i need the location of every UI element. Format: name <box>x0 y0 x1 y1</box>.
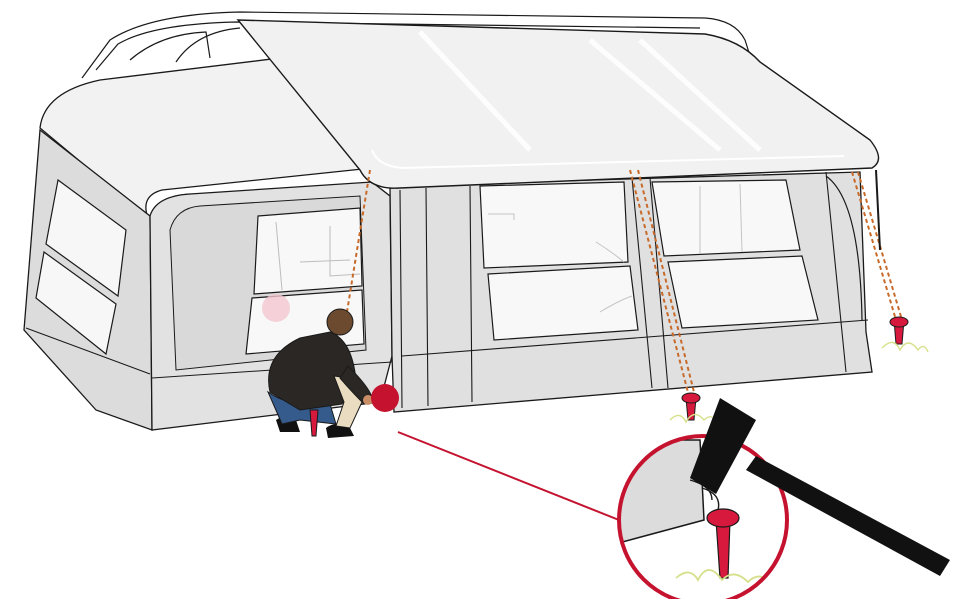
right-window-top <box>652 180 800 256</box>
highlight-dot <box>371 384 399 412</box>
leader-line <box>398 432 624 522</box>
center-window-top <box>480 182 628 268</box>
awning-front-right <box>390 172 872 412</box>
faint-marker <box>262 294 290 322</box>
right-window-bottom <box>668 256 818 328</box>
tent-peg-right <box>890 317 908 344</box>
front-left-window-top <box>254 208 362 294</box>
